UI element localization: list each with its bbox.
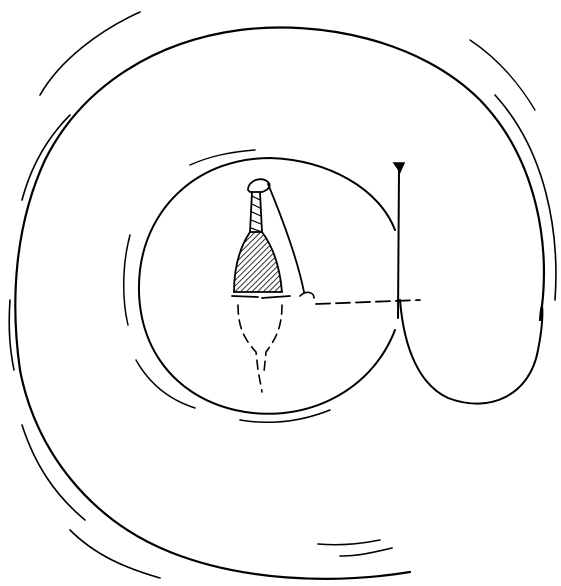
bottle-silhouette — [234, 179, 304, 292]
vertical-stem-with-tick — [394, 163, 404, 318]
bowl-of-a — [400, 300, 542, 404]
outer-spiral-stroke — [9, 12, 556, 579]
dashed-horizon-line — [232, 292, 420, 392]
